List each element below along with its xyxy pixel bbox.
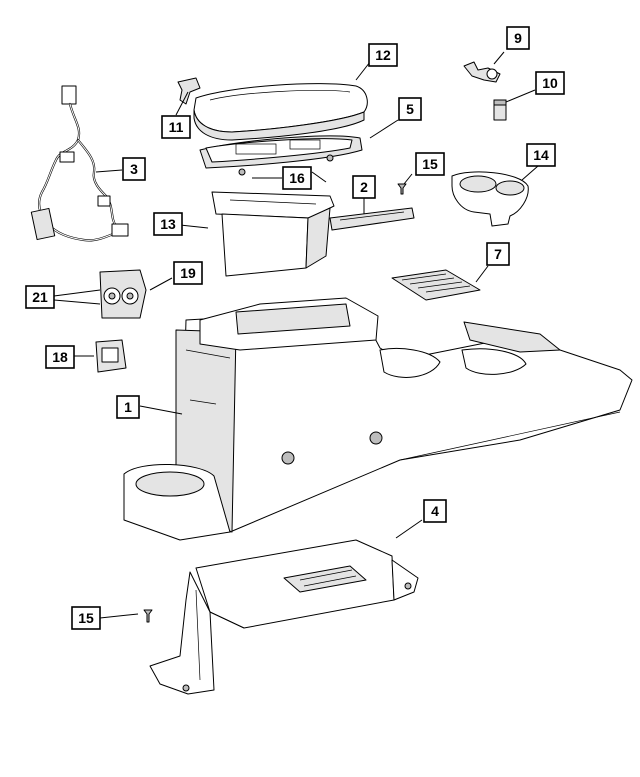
switch-panel [99,269,147,319]
rubber-mat [391,269,481,301]
callout-1-label: 1 [124,399,132,415]
callout-18: 18 [45,345,75,369]
latch-part [177,77,201,105]
callout-1: 1 [116,395,140,419]
callout-5-label: 5 [406,101,414,117]
callout-15-lower-label: 15 [78,610,94,626]
callout-15-upper-label: 15 [422,156,438,172]
callout-21: 21 [25,285,55,309]
callout-21-label: 21 [32,289,48,305]
callout-2: 2 [352,175,376,199]
callout-5: 5 [398,97,422,121]
callout-2-label: 2 [360,179,368,195]
callout-12: 12 [368,43,398,67]
callout-18-label: 18 [52,349,68,365]
callout-10-label: 10 [542,75,558,91]
callout-11: 11 [161,115,191,139]
console-body [123,297,633,541]
callout-4-label: 4 [431,503,439,519]
callout-19-label: 19 [180,265,196,281]
mounting-bracket [149,539,419,695]
callout-3: 3 [122,157,146,181]
screw-lower [143,609,153,623]
armrest-base [199,135,363,176]
callout-16-label: 16 [289,170,305,186]
storage-bin [211,191,335,277]
plug-part [493,99,507,121]
callout-13-label: 13 [160,216,176,232]
callout-14-label: 14 [533,147,549,163]
callout-13: 13 [153,212,183,236]
wiring-harness [30,85,129,242]
screw-upper [397,183,407,195]
armrest-lid [193,83,368,141]
callout-9-label: 9 [514,30,522,46]
callout-16: 16 [282,166,312,190]
callout-7-label: 7 [494,246,502,262]
callout-9: 9 [506,26,530,50]
cupholder-insert [451,171,529,227]
callout-19: 19 [173,261,203,285]
callout-7: 7 [486,242,510,266]
callout-11-label: 11 [169,119,184,135]
callout-12-label: 12 [375,47,391,63]
callout-15-lower: 15 [71,606,101,630]
trim-strip [329,207,415,231]
callout-15-upper: 15 [415,152,445,176]
connector-part [463,61,501,83]
callout-4: 4 [423,499,447,523]
callout-3-label: 3 [130,161,138,177]
callout-10: 10 [535,71,565,95]
switch-part [95,339,127,373]
callout-14: 14 [526,143,556,167]
